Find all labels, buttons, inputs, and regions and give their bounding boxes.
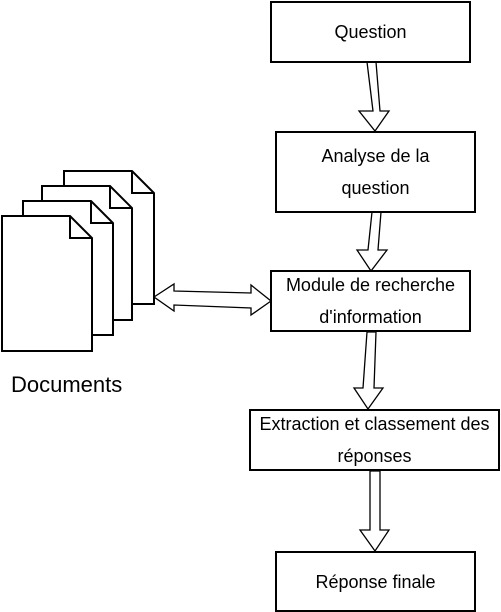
node-question: Question [270, 1, 471, 63]
arrow-question-to-analyse [357, 61, 391, 133]
node-extraction: Extraction et classement des réponses [249, 409, 500, 471]
node-reponse: Réponse finale [275, 551, 476, 612]
node-module-label: Module de recherche d'information [285, 275, 456, 327]
node-question-label: Question [334, 22, 407, 42]
node-module: Module de recherche d'information [270, 270, 471, 332]
arrow-documents-module-bidirectional [152, 282, 273, 317]
documents-label: Documents [11, 372, 123, 397]
document-page-1-icon [1, 215, 93, 352]
node-reponse-label: Réponse finale [315, 571, 436, 592]
documents-stack-icon [1, 170, 155, 352]
node-analyse: Analyse de la question [275, 131, 476, 213]
node-analyse-label: Analyse de la question [321, 146, 430, 198]
node-extraction-label: Extraction et classement des réponses [259, 414, 490, 466]
arrow-module-to-extraction [352, 331, 385, 411]
arrow-extraction-to-reponse [358, 470, 391, 553]
arrow-analyse-to-module [355, 211, 389, 273]
